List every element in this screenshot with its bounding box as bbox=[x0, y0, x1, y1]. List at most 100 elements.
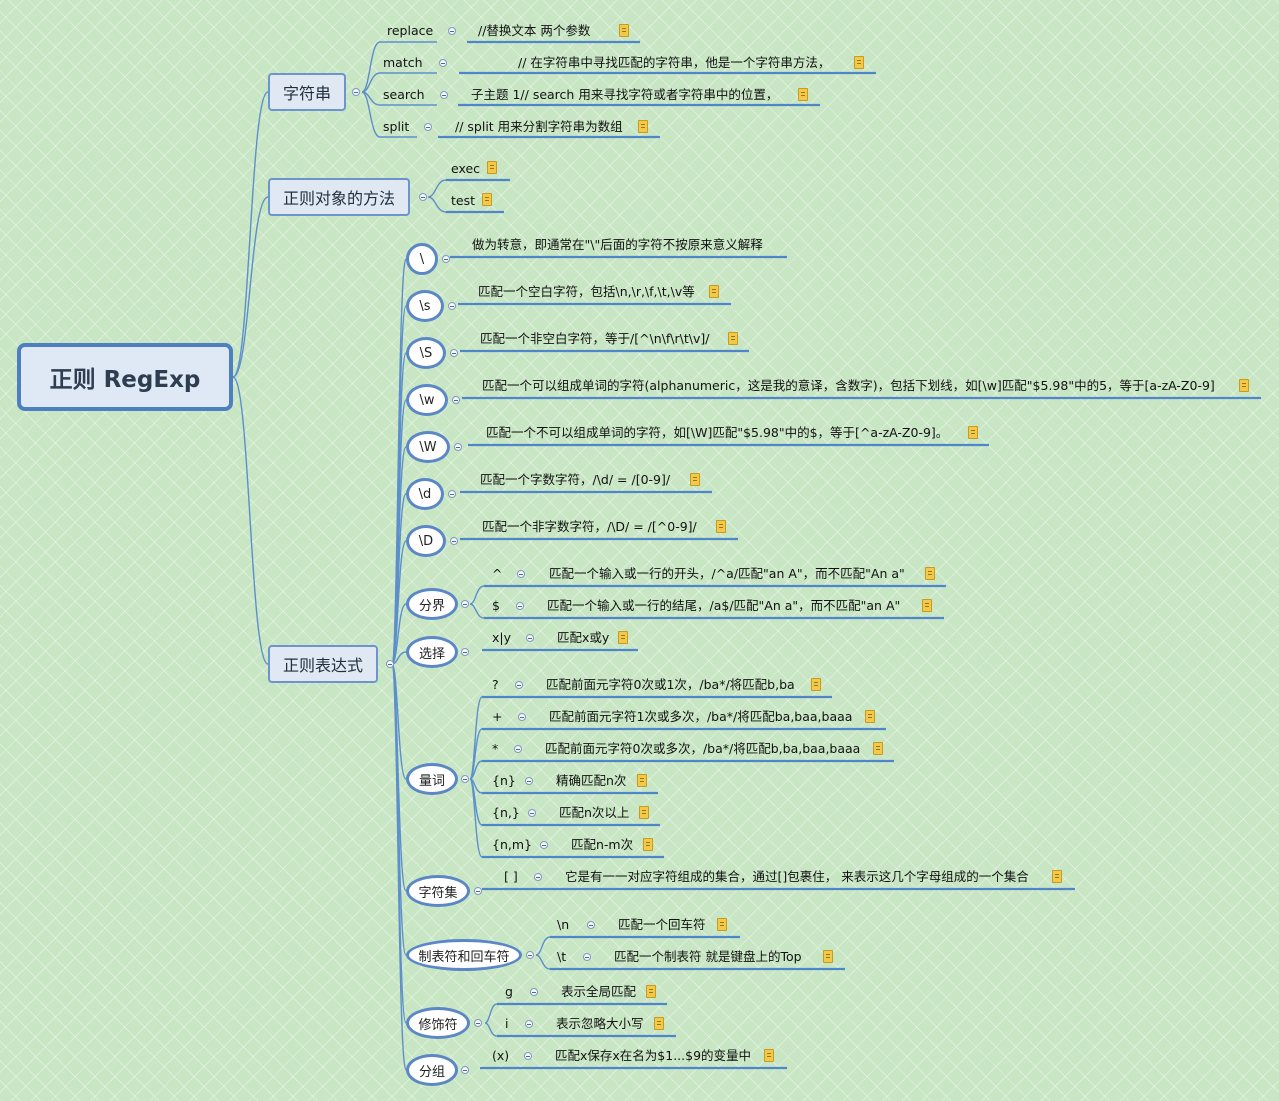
quantifier-n-plus-label[interactable]: {n,} bbox=[492, 805, 520, 820]
note-icon[interactable] bbox=[619, 24, 629, 37]
escape-W-desc[interactable]: 匹配一个不可以组成单词的字符，如[\W]匹配"$5.98"中的$，等于[^a-z… bbox=[486, 425, 949, 440]
collapse-toggle[interactable] bbox=[461, 648, 469, 656]
method-exec-label[interactable]: exec bbox=[451, 161, 481, 176]
newline-desc[interactable]: 匹配一个回车符 bbox=[618, 917, 706, 932]
note-icon[interactable] bbox=[639, 806, 649, 819]
group-x-label[interactable]: (x) bbox=[492, 1048, 510, 1063]
collapse-toggle[interactable] bbox=[528, 809, 536, 817]
collapse-toggle[interactable] bbox=[524, 1052, 532, 1060]
topic-regexp-methods[interactable]: 正则对象的方法 bbox=[268, 178, 411, 216]
collapse-toggle[interactable] bbox=[448, 490, 456, 498]
note-icon[interactable] bbox=[854, 56, 864, 69]
quantifier-node[interactable]: 量词 bbox=[406, 763, 458, 795]
collapse-toggle[interactable] bbox=[526, 951, 534, 959]
note-icon[interactable] bbox=[637, 774, 647, 787]
collapse-toggle[interactable] bbox=[534, 873, 542, 881]
collapse-toggle[interactable] bbox=[424, 123, 432, 131]
quantifier-question-label[interactable]: ? bbox=[492, 677, 499, 692]
note-icon[interactable] bbox=[823, 950, 833, 963]
choice-xy-desc[interactable]: 匹配x或y bbox=[557, 630, 610, 645]
escape-w-desc[interactable]: 匹配一个可以组成单词的字符(alphanumeric，这是我的意译，含数字)，包… bbox=[482, 378, 1215, 393]
charset-bracket-label[interactable]: [ ] bbox=[504, 869, 518, 884]
collapse-toggle[interactable] bbox=[386, 660, 394, 668]
collapse-toggle[interactable] bbox=[448, 27, 456, 35]
quantifier-n-m-desc[interactable]: 匹配n-m次 bbox=[571, 837, 634, 852]
note-icon[interactable] bbox=[798, 88, 808, 101]
boundary-caret-label[interactable]: ^ bbox=[492, 566, 503, 581]
quantifier-n-plus-desc[interactable]: 匹配n次以上 bbox=[559, 805, 630, 820]
topic-string[interactable]: 字符串 bbox=[268, 73, 347, 111]
collapse-toggle[interactable] bbox=[461, 1066, 469, 1074]
collapse-toggle[interactable] bbox=[583, 953, 591, 961]
string-split-label[interactable]: split bbox=[383, 119, 410, 134]
string-replace-desc[interactable]: //替换文本 两个参数 bbox=[478, 23, 591, 38]
collapse-toggle[interactable] bbox=[587, 921, 595, 929]
charset-node[interactable]: 字符集 bbox=[406, 875, 470, 907]
root-topic[interactable]: 正则 RegExp bbox=[17, 343, 233, 411]
escape-d-desc[interactable]: 匹配一个字数字符，/\d/ = /[0-9]/ bbox=[480, 472, 671, 487]
quantifier-star-label[interactable]: * bbox=[492, 741, 499, 756]
tab-newline-node[interactable]: 制表符和回车符 bbox=[406, 939, 522, 971]
escape-S-node[interactable]: \S bbox=[406, 337, 446, 369]
collapse-toggle[interactable] bbox=[461, 775, 469, 783]
string-split-desc[interactable]: // split 用来分割字符串为数组 bbox=[455, 119, 623, 134]
note-icon[interactable] bbox=[1052, 870, 1062, 883]
note-icon[interactable] bbox=[638, 120, 648, 133]
string-match-desc[interactable]: // 在字符串中寻找匹配的字符串，他是一个字符串方法， bbox=[518, 55, 831, 70]
group-x-desc[interactable]: 匹配x保存x在名为$1...$9的变量中 bbox=[555, 1048, 752, 1063]
collapse-toggle[interactable] bbox=[515, 681, 523, 689]
boundary-dollar-label[interactable]: $ bbox=[492, 598, 500, 613]
note-icon[interactable] bbox=[968, 426, 978, 439]
quantifier-n-label[interactable]: {n} bbox=[492, 773, 516, 788]
collapse-toggle[interactable] bbox=[530, 988, 538, 996]
quantifier-n-desc[interactable]: 精确匹配n次 bbox=[556, 773, 627, 788]
collapse-toggle[interactable] bbox=[454, 443, 462, 451]
collapse-toggle[interactable] bbox=[540, 841, 548, 849]
note-icon[interactable] bbox=[690, 473, 700, 486]
note-icon[interactable] bbox=[482, 193, 492, 206]
escape-D-desc[interactable]: 匹配一个非字数字符，/\D/ = /[^0-9]/ bbox=[482, 519, 697, 534]
note-icon[interactable] bbox=[716, 520, 726, 533]
escape-S-desc[interactable]: 匹配一个非空白字符，等于/[^\n\f\r\t\v]/ bbox=[480, 331, 710, 346]
choice-node[interactable]: 选择 bbox=[406, 636, 458, 668]
modifier-g-label[interactable]: g bbox=[505, 984, 513, 999]
escape-s-desc[interactable]: 匹配一个空白字符，包括\n,\r,\f,\t,\v等 bbox=[478, 284, 695, 299]
escape-s-node[interactable]: \s bbox=[406, 290, 444, 322]
note-icon[interactable] bbox=[717, 918, 727, 931]
collapse-toggle[interactable] bbox=[516, 602, 524, 610]
quantifier-plus-label[interactable]: + bbox=[492, 709, 503, 724]
escape-D-node[interactable]: \D bbox=[406, 525, 446, 557]
collapse-toggle[interactable] bbox=[452, 396, 460, 404]
choice-xy-label[interactable]: x|y bbox=[492, 630, 512, 645]
note-icon[interactable] bbox=[764, 1049, 774, 1062]
collapse-toggle[interactable] bbox=[461, 600, 469, 608]
collapse-toggle[interactable] bbox=[526, 634, 534, 642]
note-icon[interactable] bbox=[865, 710, 875, 723]
escape-w-node[interactable]: \w bbox=[406, 384, 448, 416]
note-icon[interactable] bbox=[925, 567, 935, 580]
charset-bracket-desc[interactable]: 它是有一一对应字符组成的集合，通过[]包裹住， 来表示这几个字母组成的一个集合 bbox=[565, 869, 1029, 884]
newline-label[interactable]: \n bbox=[557, 917, 570, 932]
note-icon[interactable] bbox=[618, 631, 628, 644]
collapse-toggle[interactable] bbox=[352, 88, 360, 96]
string-replace-label[interactable]: replace bbox=[387, 23, 434, 38]
collapse-toggle[interactable] bbox=[474, 1019, 482, 1027]
note-icon[interactable] bbox=[728, 332, 738, 345]
tab-label[interactable]: \t bbox=[557, 949, 567, 964]
modifier-i-desc[interactable]: 表示忽略大小写 bbox=[556, 1016, 644, 1031]
collapse-toggle[interactable] bbox=[450, 537, 458, 545]
escape-W-node[interactable]: \W bbox=[406, 431, 450, 463]
escape-d-node[interactable]: \d bbox=[406, 478, 444, 510]
note-icon[interactable] bbox=[873, 742, 883, 755]
note-icon[interactable] bbox=[646, 985, 656, 998]
boundary-node[interactable]: 分界 bbox=[406, 588, 458, 620]
note-icon[interactable] bbox=[643, 838, 653, 851]
collapse-toggle[interactable] bbox=[448, 302, 456, 310]
modifier-node[interactable]: 修饰符 bbox=[406, 1007, 470, 1039]
collapse-toggle[interactable] bbox=[439, 59, 447, 67]
collapse-toggle[interactable] bbox=[514, 745, 522, 753]
collapse-toggle[interactable] bbox=[419, 193, 427, 201]
string-search-label[interactable]: search bbox=[383, 87, 425, 102]
string-match-label[interactable]: match bbox=[383, 55, 423, 70]
topic-expression[interactable]: 正则表达式 bbox=[268, 645, 379, 683]
